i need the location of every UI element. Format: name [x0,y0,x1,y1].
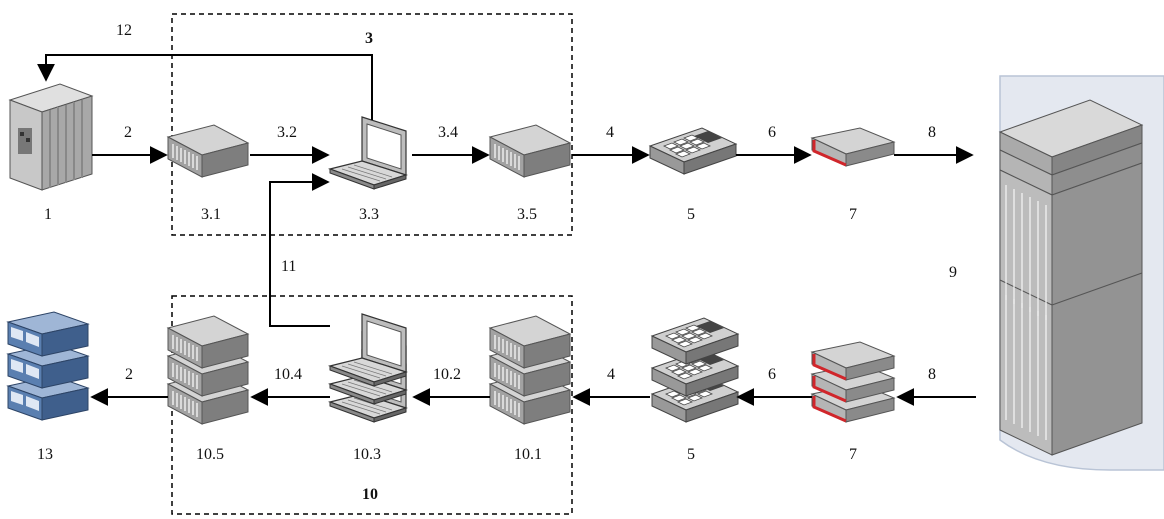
router-icon-7 [810,126,896,168]
arrow-12 [37,54,373,120]
label-7-top: 7 [849,206,857,223]
label-3-3: 3.3 [359,206,379,223]
rugged-server-icon [8,83,94,191]
server-rack-icon [998,75,1164,471]
label-10: 10 [362,486,378,503]
label-8-bottom: 8 [928,366,936,383]
label-5-top: 5 [687,206,695,223]
label-9: 9 [949,264,957,281]
label-6-bottom: 6 [768,366,776,383]
server-stack-icon-13 [7,311,89,421]
label-13: 13 [37,446,53,463]
switch-stack-icon-10-5 [167,315,249,425]
switch-stack-icon-10-1 [489,315,571,425]
label-10-2: 10.2 [433,366,461,383]
label-11: 11 [281,258,297,275]
phone-stack-icon-5 [651,317,739,423]
label-2-top: 2 [124,124,132,141]
arrow-11 [269,173,330,327]
label-10-1: 10.1 [514,446,542,463]
label-6-top: 6 [768,124,776,141]
label-10-4: 10.4 [274,366,302,383]
label-3-4: 3.4 [438,124,458,141]
label-2-bottom: 2 [125,366,133,383]
laptop-icon-3-3 [329,116,407,190]
label-5-bottom: 5 [687,446,695,463]
label-3: 3 [365,30,373,47]
router-stack-icon-7 [810,340,896,424]
label-3-5: 3.5 [517,206,537,223]
label-10-3: 10.3 [353,446,381,463]
label-3-1: 3.1 [201,206,221,223]
label-1: 1 [44,206,52,223]
label-12: 12 [116,22,132,39]
phone-keypad-icon-5 [649,127,737,175]
label-10-5: 10.5 [196,446,224,463]
label-7-bottom: 7 [849,446,857,463]
label-3-2: 3.2 [277,124,297,141]
label-4-top: 4 [606,124,614,141]
switch-icon-3-5 [489,124,571,178]
switch-icon-3-1 [167,124,249,178]
laptop-stack-icon-10-3 [329,313,407,423]
group-3-box [171,13,573,236]
label-8-top: 8 [928,124,936,141]
label-4-bottom: 4 [607,366,615,383]
